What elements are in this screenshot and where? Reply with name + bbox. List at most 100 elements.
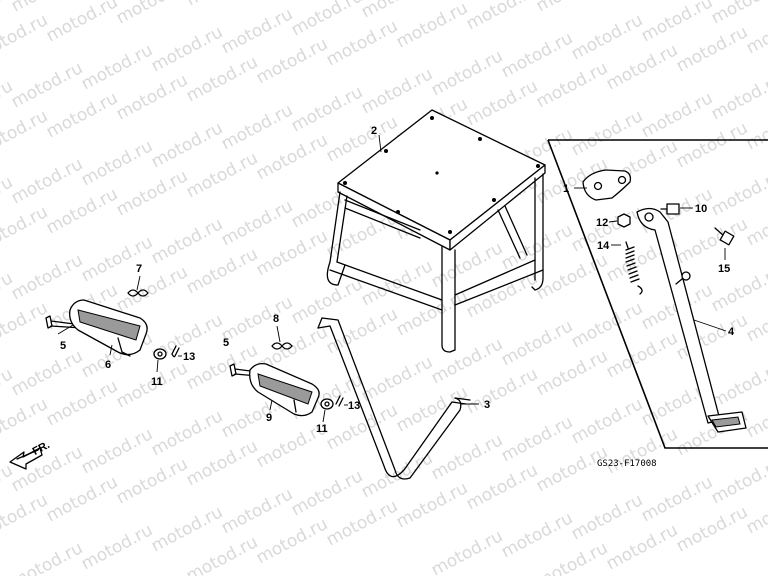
callout-9: 9 xyxy=(266,412,272,424)
callout-11-left: 11 xyxy=(151,376,163,388)
watermark-text: motod.ru xyxy=(43,472,121,526)
callout-13-left: 13 xyxy=(183,351,195,363)
watermark-text: motod.ru xyxy=(498,316,576,370)
watermark-text: motod.ru xyxy=(638,88,716,142)
leader-lines xyxy=(57,134,727,423)
watermark-text: motod.ru xyxy=(43,184,121,238)
watermark-text: motod.ru xyxy=(708,166,768,220)
callout-12: 12 xyxy=(596,217,608,229)
stand-panel-border xyxy=(547,139,768,449)
watermark-text: motod.ru xyxy=(323,496,401,550)
watermark-text: motod.ru xyxy=(603,424,681,478)
watermark-text: motod.ru xyxy=(183,532,261,576)
watermark-text: motod.ru xyxy=(0,106,51,160)
watermark-text: motod.ru xyxy=(708,358,768,412)
watermark-text: motod.ru xyxy=(673,22,751,76)
watermark-text: motod.ru xyxy=(568,106,646,160)
watermark-text: motod.ru xyxy=(498,508,576,562)
watermark-text: motod.ru xyxy=(673,118,751,172)
bolt-part-10 xyxy=(660,203,680,215)
callout-2: 2 xyxy=(371,125,377,137)
watermark-text: motod.ru xyxy=(463,268,541,322)
diagram-code: GS23-F17008 xyxy=(597,459,657,469)
watermark-text: motod.ru xyxy=(498,412,576,466)
watermark-text: motod.ru xyxy=(218,4,296,58)
callout-1: 1 xyxy=(563,183,569,195)
watermark-text: motod.ru xyxy=(568,10,646,64)
watermark-text: motod.ru xyxy=(603,328,681,382)
callout-5-left: 5 xyxy=(60,340,66,352)
watermark-text: motod.ru xyxy=(463,364,541,418)
watermark-text: motod.ru xyxy=(183,52,261,106)
watermark-text: motod.ru xyxy=(113,262,191,316)
watermark-text: motod.ru xyxy=(498,28,576,82)
right-footpeg-group xyxy=(229,342,344,417)
bolt-part-15 xyxy=(714,227,735,246)
watermark-text: motod.ru xyxy=(288,82,366,136)
front-direction-indicator: FR. xyxy=(9,439,52,470)
watermark-text: motod.ru xyxy=(78,424,156,478)
callout-11-right: 11 xyxy=(316,423,328,435)
watermark-text: motod.ru xyxy=(393,478,471,532)
callout-15: 15 xyxy=(718,263,730,275)
watermark-text: motod.ru xyxy=(533,58,611,112)
watermark-text: motod.ru xyxy=(638,472,716,526)
callout-13-right: 13 xyxy=(348,400,360,412)
watermark-text: motod.ru xyxy=(8,58,86,112)
watermark-text: motod.ru xyxy=(673,214,751,268)
watermark-text: motod.ru xyxy=(708,70,768,124)
spring-part-14 xyxy=(625,241,643,295)
watermark-text: motod.ru xyxy=(78,520,156,574)
watermark-text: motod.ru xyxy=(148,502,226,556)
watermark-text: motod.ru xyxy=(78,40,156,94)
watermark-text: motod.ru xyxy=(463,0,541,34)
watermark-text: motod.ru xyxy=(533,442,611,496)
callout-14: 14 xyxy=(597,240,610,252)
callout-8: 8 xyxy=(273,313,279,325)
watermark-text: motod.ru xyxy=(568,298,646,352)
watermark-text: motod.ru xyxy=(463,76,541,130)
callout-7: 7 xyxy=(136,263,142,275)
watermark-text: motod.ru xyxy=(323,16,401,70)
watermark-text: motod.ru xyxy=(148,214,226,268)
watermark-text: motod.ru xyxy=(603,40,681,94)
left-footpeg-group xyxy=(45,289,180,360)
work-stand-part-2 xyxy=(326,109,546,353)
watermark-text: motod.ru xyxy=(148,118,226,172)
watermark-text: motod.ru xyxy=(498,220,576,274)
watermark-text: motod.ru xyxy=(638,0,716,46)
watermark-text: motod.ru xyxy=(673,502,751,556)
watermark-text: motod.ru xyxy=(43,376,121,430)
callout-5-right: 5 xyxy=(223,337,229,349)
watermark-text: motod.ru xyxy=(113,454,191,508)
watermark-text: motod.ru xyxy=(393,382,471,436)
watermark-text: motod.ru xyxy=(43,88,121,142)
watermark-text: motod.ru xyxy=(183,148,261,202)
watermark-text: motod.ru xyxy=(358,64,436,118)
callouts: 2 1 3 4 5 5 6 7 8 9 10 11 11 12 13 13 14… xyxy=(60,125,735,435)
watermark-text: motod.ru xyxy=(568,394,646,448)
watermark-text: motod.ru xyxy=(43,0,121,46)
watermark-text: motod.ru xyxy=(253,226,331,280)
watermark-text: motod.ru xyxy=(8,250,86,304)
watermark-text: motod.ru xyxy=(393,286,471,340)
watermark-text: motod.ru xyxy=(218,484,296,538)
nut-part-12 xyxy=(617,213,631,228)
watermark-text: motod.ru xyxy=(0,490,51,544)
watermark-text: motod.ru xyxy=(393,0,471,52)
watermark-text: motod.ru xyxy=(113,70,191,124)
watermark-text: motod.ru xyxy=(428,238,506,292)
watermark-text: motod.ru xyxy=(148,22,226,76)
watermark-text: motod.ru xyxy=(113,0,191,28)
watermark-text: motod.ru xyxy=(288,274,366,328)
watermark-text: motod.ru xyxy=(603,520,681,574)
watermark-text: motod.ru xyxy=(183,244,261,298)
watermark-text: motod.ru xyxy=(708,262,768,316)
watermark-text: motod.ru xyxy=(533,346,611,400)
watermark-text: motod.ru xyxy=(358,352,436,406)
watermark-text: motod.ru xyxy=(78,136,156,190)
watermark-text: motod.ru xyxy=(708,454,768,508)
watermark-text: motod.ru xyxy=(533,0,611,16)
watermark-text: motod.ru xyxy=(0,10,51,64)
